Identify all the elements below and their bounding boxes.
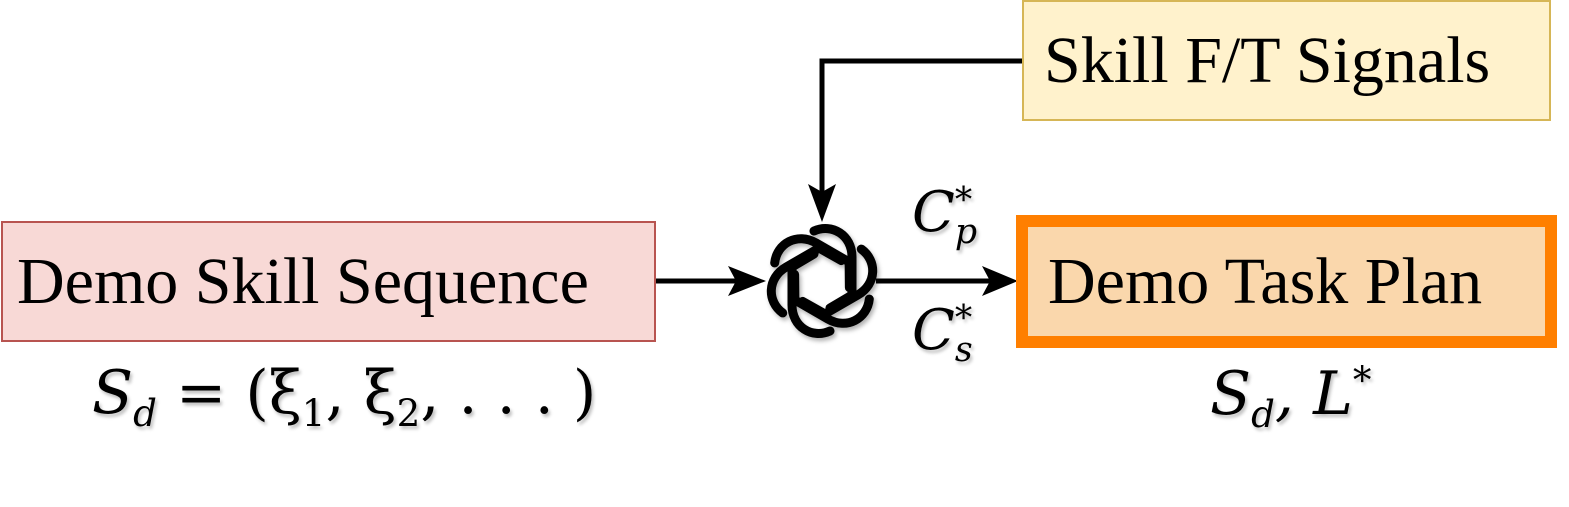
demo-task-plan-box: Demo Task Plan xyxy=(1016,215,1557,348)
demo-task-plan-label: Demo Task Plan xyxy=(1048,244,1483,318)
openai-logo-icon xyxy=(762,224,883,334)
cs-star-label: C*s xyxy=(912,298,973,371)
skill-ft-signals-label: Skill F/T Signals xyxy=(1044,23,1491,97)
demo-skill-sequence-label: Demo Skill Sequence xyxy=(17,244,589,318)
sequence-formula: Sd = (ξ1, ξ2, . . . ) xyxy=(92,358,597,435)
arrow-signals-to-llm xyxy=(819,58,1022,192)
arrowhead-plan xyxy=(982,266,1018,296)
skill-ft-signals-box: Skill F/T Signals xyxy=(1022,0,1551,121)
task-plan-formula: Sd, L* xyxy=(1210,358,1372,436)
cp-star-label: C*p xyxy=(912,180,978,253)
arrowhead-sequence xyxy=(728,266,766,296)
demo-skill-sequence-box: Demo Skill Sequence xyxy=(1,221,656,342)
arrowhead-signals xyxy=(808,184,836,222)
